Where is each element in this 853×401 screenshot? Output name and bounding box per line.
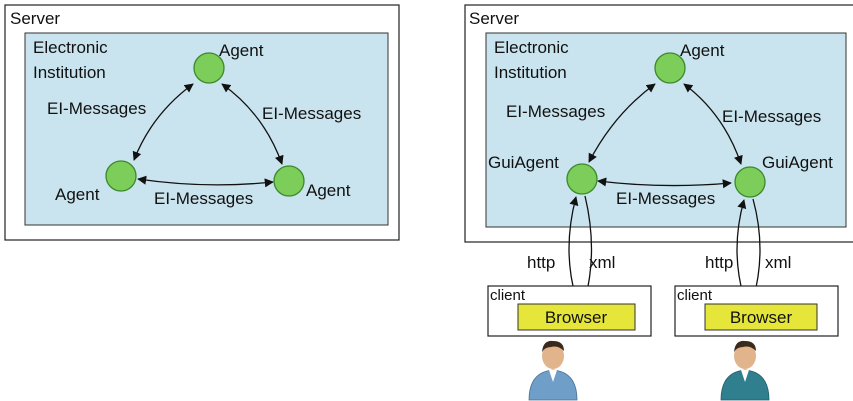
right-client-right-label: client: [677, 287, 713, 304]
left-agent-right-node: [273, 165, 305, 197]
right-gui-right-label: GuiAgent: [762, 153, 833, 172]
left-diagram: Server Electronic Institution Agent Agen…: [4, 4, 400, 241]
right-institution-label-line2: Institution: [494, 63, 567, 82]
right-arrow-top-right: [683, 83, 743, 165]
left-msg-bottom-label: EI-Messages: [154, 189, 253, 208]
right-browser-left[interactable]: [517, 303, 636, 331]
right-gui-agent-left-node: [566, 163, 598, 195]
right-gui-left-label: GuiAgent: [488, 153, 559, 172]
left-arrow-top-left: [132, 83, 194, 161]
left-agent-left-label: Agent: [55, 185, 100, 204]
right-client-left-label: client: [490, 287, 526, 304]
right-msg-right-label: EI-Messages: [722, 107, 821, 126]
left-arrow-top-right: [221, 83, 284, 165]
right-http-right-label: http: [705, 253, 733, 272]
right-xml-left-label: xml: [589, 253, 615, 272]
left-server-label: Server: [10, 9, 60, 28]
right-browser-right[interactable]: [704, 303, 818, 331]
right-xml-right-label: xml: [765, 253, 791, 272]
left-institution-label-line1: Electronic: [33, 38, 108, 57]
right-browser-left-label: Browser: [545, 308, 608, 327]
right-gui-agent-right-node: [734, 166, 766, 198]
left-agent-right-label: Agent: [306, 181, 351, 200]
right-msg-bottom-label: EI-Messages: [616, 189, 715, 208]
right-browser-right-label: Browser: [730, 308, 793, 327]
left-institution-label-line2: Institution: [33, 63, 106, 82]
left-msg-right-label: EI-Messages: [262, 104, 361, 123]
right-agent-top-node: [654, 52, 686, 84]
left-arrow-bottom: [137, 175, 274, 188]
right-diagram: Server Electronic Institution Agent GuiA…: [464, 4, 853, 401]
left-agent-top-node: [193, 52, 225, 84]
left-msg-left-label: EI-Messages: [47, 99, 146, 118]
right-arrow-bottom: [597, 177, 732, 189]
user-icon: [528, 340, 578, 401]
right-http-left-label: http: [527, 253, 555, 272]
left-agent-top-label: Agent: [219, 41, 264, 60]
right-agent-top-label: Agent: [680, 41, 725, 60]
right-msg-left-label: EI-Messages: [506, 102, 605, 121]
left-agent-left-node: [105, 160, 137, 192]
right-institution-label-line1: Electronic: [494, 38, 569, 57]
right-arrow-top-left: [588, 83, 656, 163]
user-icon: [720, 340, 770, 401]
right-server-label: Server: [469, 9, 519, 28]
